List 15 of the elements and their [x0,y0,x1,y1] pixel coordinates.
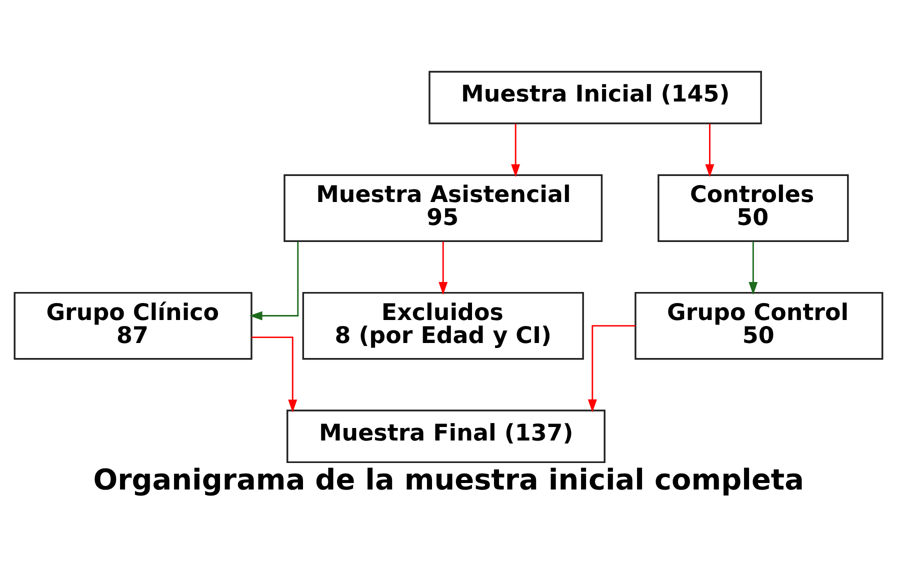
arrow [438,241,448,294]
arrow [588,324,636,412]
arrow [511,123,520,177]
arrow [252,336,298,412]
node-box: Grupo Clínico 87 [14,291,252,360]
node-box: Grupo Control 50 [634,291,884,360]
node-box: Excluidos 8 (por Edad y CI) [302,291,584,360]
node-box: Muestra Final (137) [286,409,606,463]
arrow [705,123,714,177]
caption: Organigrama de la muestra inicial completa [93,462,804,496]
node-box: Muestra Asistencial 95 [284,174,603,242]
node-box: Controles 50 [658,174,849,242]
arrow [748,241,758,294]
node-box: Muestra Inicial (145) [428,70,762,124]
arrow [249,241,299,320]
